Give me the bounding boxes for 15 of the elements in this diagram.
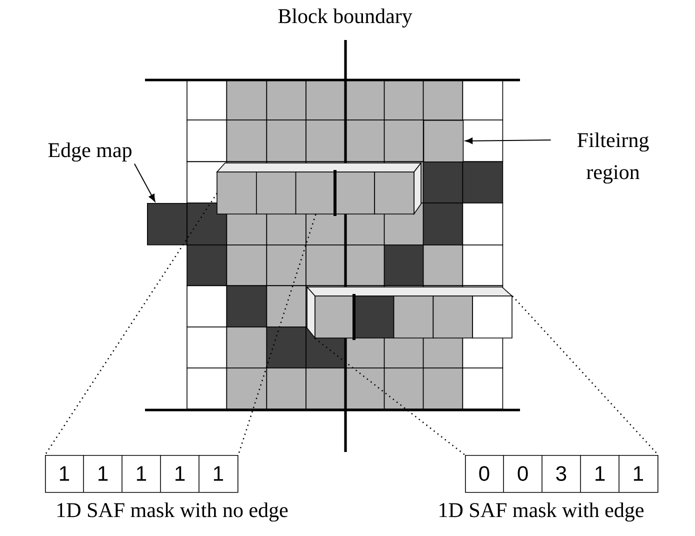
mask-caption: 1D SAF mask with edge xyxy=(440,502,644,522)
boundary-label: Block boundary xyxy=(278,8,412,28)
mask-table: 1 1 1 1 1 xyxy=(45,454,238,493)
projection-line xyxy=(44,192,218,456)
mask-table: 0 0 3 1 1 xyxy=(465,454,658,493)
grid-cell xyxy=(423,120,464,162)
text-label: Filteirng region xyxy=(577,132,649,184)
text-label: Edge map xyxy=(48,142,132,162)
mask-caption: 1D SAF mask with no edge xyxy=(57,502,288,522)
grid-cell xyxy=(147,203,188,246)
projection-line xyxy=(512,296,659,456)
projection-line xyxy=(238,214,316,456)
leader-arrow xyxy=(465,138,552,144)
leader-arrow xyxy=(134,163,156,202)
projection-line xyxy=(314,338,466,456)
